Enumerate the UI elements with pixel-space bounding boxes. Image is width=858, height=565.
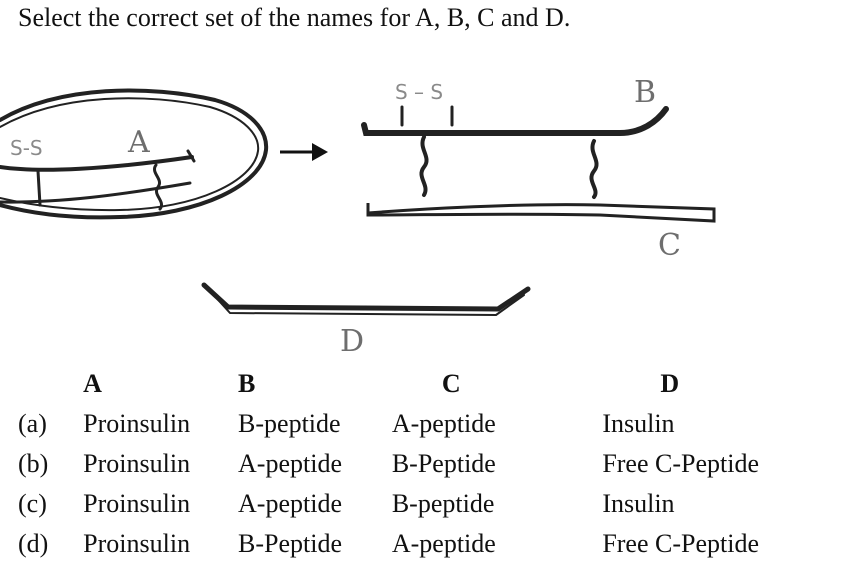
option-cell-d: Free C-Peptide (602, 529, 759, 558)
option-key: (b) (18, 449, 49, 478)
option-cell-c: B-Peptide (391, 449, 496, 478)
chain-c (366, 203, 716, 223)
proinsulin-lower-chain (0, 181, 192, 204)
option-cell-b: B-Peptide (238, 529, 343, 558)
option-cell-a: Proinsulin (83, 449, 191, 478)
option-cell-c: A-peptide (391, 409, 496, 438)
proinsulin-a-chain (0, 155, 194, 172)
option-key: (a) (18, 409, 47, 438)
disulfide-bond-1 (419, 135, 429, 197)
option-row-a[interactable]: (a) Proinsulin B-peptide A-peptide Insul… (10, 404, 858, 444)
ss-label-right: S – S (395, 80, 443, 104)
header-c: C (441, 369, 461, 398)
option-cell-a: Proinsulin (83, 529, 191, 558)
options-header-row: A B C D (10, 364, 858, 404)
proinsulin-loop-inner (0, 97, 260, 212)
option-cell-b: A-peptide (238, 489, 342, 518)
options-table: A B C D (a) Proinsulin B-peptide A-pepti… (10, 364, 858, 564)
option-cell-c: A-peptide (391, 529, 496, 558)
option-cell-b: A-peptide (238, 449, 342, 478)
proinsulin-structure (0, 88, 269, 220)
option-cell-d: Insulin (602, 409, 675, 438)
insulin-diagram: S-S A S – S B C D (0, 45, 730, 363)
option-cell-d: Insulin (602, 489, 675, 518)
option-cell-d: Free C-Peptide (602, 449, 759, 478)
chain-b (361, 106, 669, 136)
label-a: A (127, 125, 150, 160)
option-cell-a: Proinsulin (83, 409, 191, 438)
ss-label-left: S-S (10, 136, 43, 160)
option-key: (d) (18, 529, 49, 558)
option-cell-b: B-peptide (238, 409, 341, 438)
option-cell-c: B-peptide (391, 489, 495, 518)
insulin-structure (361, 105, 716, 223)
header-b: B (238, 369, 256, 398)
option-key: (c) (18, 489, 47, 518)
option-row-c[interactable]: (c) Proinsulin A-peptide B-peptide Insul… (10, 484, 858, 524)
arrow-right-icon (280, 143, 328, 161)
header-a: A (83, 369, 102, 398)
option-row-b[interactable]: (b) Proinsulin A-peptide B-Peptide Free … (10, 444, 858, 484)
insulin-diagram-svg: S-S A S – S B C D (0, 75, 716, 359)
proinsulin-loop-outer (0, 88, 269, 220)
chain-d (201, 282, 531, 316)
disulfide-bond-2 (589, 139, 599, 199)
header-d: D (660, 369, 680, 398)
question-text: Select the correct set of the names for … (18, 3, 571, 32)
label-d: D (340, 324, 364, 359)
label-b: B (634, 75, 656, 110)
option-row-d[interactable]: (d) Proinsulin B-Peptide A-peptide Free … (10, 524, 858, 564)
disulfide-bond-left (36, 169, 42, 207)
disulfide-bond-right (153, 163, 163, 211)
header-key (10, 364, 83, 404)
label-c: C (658, 228, 681, 263)
option-cell-a: Proinsulin (83, 489, 191, 518)
